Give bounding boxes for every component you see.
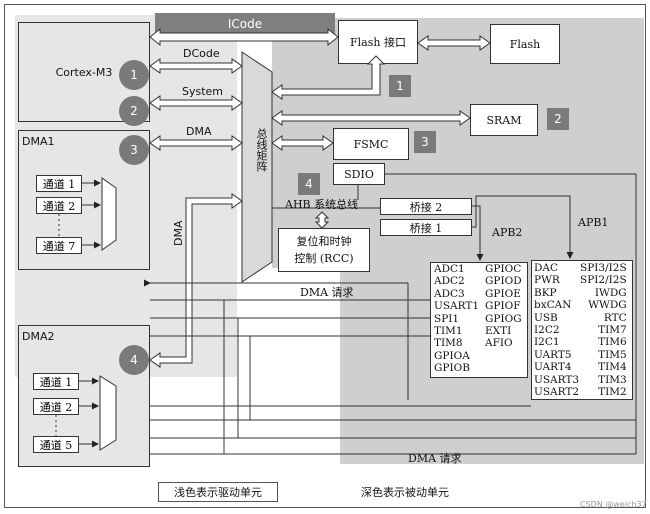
apb2-peripherals-col1: ADC1 ADC2 ADC3 USART1 SPI1 TIM1 TIM8 GPI…	[434, 263, 480, 375]
rcc-label: 复位和时钟 控制 (RCC)	[294, 235, 354, 265]
icode-bar: ICode	[155, 13, 335, 35]
dma-vertical-label: DMA	[172, 220, 185, 247]
bridge-2-label: 桥接 2	[409, 200, 443, 214]
dma1-channel-7-label: 通道 7	[42, 239, 76, 253]
dma-request-bottom-label: DMA 请求	[408, 452, 462, 465]
dma1-channel-1: 通道 1	[36, 175, 82, 192]
dcode-arrow	[149, 58, 243, 74]
dcode-label: DCode	[183, 47, 220, 60]
dma2-channel-1-label: 通道 1	[39, 375, 73, 389]
bus-matrix-shape	[241, 51, 273, 283]
apb1-peripherals	[531, 260, 633, 400]
icode-label: ICode	[227, 17, 263, 31]
ahb-label: AHB 系统总线	[285, 198, 359, 211]
dma-request-lines	[144, 174, 637, 455]
apb1-peripherals-col1: DAC PWR BKP bxCAN USB I2C2 I2C1 UART5 UA…	[534, 262, 580, 399]
square-badge-1: 1	[389, 75, 411, 97]
matrix-flash-arrow	[271, 55, 386, 100]
dma-request-label: DMA 请求	[300, 286, 354, 299]
dma-bus-label: DMA	[186, 125, 212, 138]
rcc-arrow	[314, 211, 330, 229]
flash-block: Flash	[490, 24, 560, 64]
bridge-1-label: 桥接 1	[409, 221, 443, 235]
square-badge-2: 2	[547, 108, 569, 130]
apb2-peripherals	[430, 262, 528, 378]
square-badge-3: 3	[414, 131, 436, 153]
apb1-line	[472, 195, 574, 259]
badge-3: 3	[119, 135, 149, 165]
dma2-mux	[99, 375, 117, 451]
sram-label: SRAM	[486, 113, 522, 127]
apb2-line	[472, 205, 484, 261]
square-badge-2-text: 2	[554, 112, 562, 126]
badge-1: 1	[119, 60, 149, 90]
apb1-label: APB1	[578, 216, 609, 229]
badge-2-text: 2	[130, 104, 138, 118]
bridge-2-block: 桥接 2	[380, 198, 472, 215]
dma2-channel-1: 通道 1	[33, 373, 79, 390]
dma1-channel-2: 通道 2	[36, 197, 82, 214]
bus-matrix-label: 总线矩阵	[255, 128, 268, 172]
flash-interface-block: Flash 接口	[338, 20, 418, 64]
square-badge-1-text: 1	[396, 79, 404, 93]
legend-light: 浅色表示驱动单元	[158, 482, 278, 502]
badge-4-text: 4	[130, 353, 138, 367]
rcc-block: 复位和时钟 控制 (RCC)	[278, 228, 370, 272]
sdio-block: SDIO	[333, 163, 385, 185]
dma2-label: DMA2	[22, 330, 55, 343]
watermark: CSDN @weich37	[580, 500, 647, 509]
cortex-m3-label: Cortex-M3	[55, 65, 113, 79]
square-badge-4: 4	[298, 173, 320, 195]
icode-arrow	[149, 27, 339, 47]
dma1-mux	[101, 177, 117, 251]
bridge-1-block: 桥接 1	[380, 219, 472, 236]
flash-label: Flash	[509, 37, 541, 51]
badge-4: 4	[119, 345, 149, 375]
matrix-fsmc-arrow	[271, 135, 334, 151]
fsmc-block: FSMC	[333, 128, 409, 160]
badge-3-text: 3	[130, 143, 138, 157]
dma1-channel-1-label: 通道 1	[42, 177, 76, 191]
apb2-label: APB2	[492, 226, 523, 239]
fsmc-label: FSMC	[353, 137, 389, 151]
dma2-channel-2: 通道 2	[33, 398, 79, 415]
dma1-channel-7: 通道 7	[36, 237, 82, 254]
dma-bus-arrow	[149, 135, 243, 151]
dma2-channel-5: 通道 5	[33, 436, 79, 453]
dma1-channel-2-label: 通道 2	[42, 199, 76, 213]
dma-vertical-bus	[149, 193, 243, 368]
dma2-channel-5-label: 通道 5	[39, 438, 73, 452]
badge-1-text: 1	[130, 68, 138, 82]
system-label: System	[182, 85, 224, 98]
badge-2: 2	[119, 96, 149, 126]
flash-interface-label: Flash 接口	[350, 36, 406, 49]
legend-dark-label: 深色表示被动单元	[361, 486, 449, 499]
matrix-sram-arrow	[271, 110, 471, 126]
square-badge-3-text: 3	[421, 135, 429, 149]
system-arrow	[149, 95, 243, 111]
legend-light-label: 浅色表示驱动单元	[174, 486, 262, 499]
legend-dark: 深色表示被动单元	[345, 482, 465, 502]
flash-link-arrow	[417, 35, 491, 51]
sram-block: SRAM	[470, 104, 538, 136]
square-badge-4-text: 4	[305, 177, 313, 191]
sdio-label: SDIO	[344, 167, 374, 181]
diagram-frame	[4, 4, 646, 508]
dma1-label: DMA1	[22, 135, 55, 148]
apb2-peripherals-col2: GPIOC GPIOD GPIOE GPIOF GPIOG EXTI AFIO	[485, 263, 522, 350]
apb1-peripherals-col2: SPI3/I2S SPI2/I2S IWDG WWDG RTC TIM7 TIM…	[580, 262, 627, 399]
dma2-channel-2-label: 通道 2	[39, 400, 73, 414]
